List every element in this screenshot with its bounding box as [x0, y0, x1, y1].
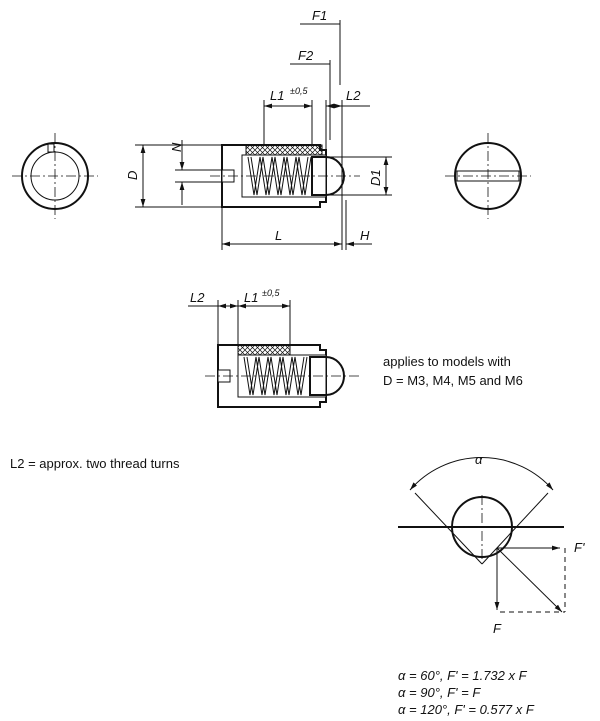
label-l1: L1 — [270, 88, 284, 103]
l2-note: L2 = approx. two thread turns — [10, 456, 180, 471]
plunger-section-main — [210, 144, 360, 208]
dimensions-main — [135, 20, 392, 250]
label-f-prime: F' — [574, 540, 585, 555]
label-d: D — [125, 171, 140, 180]
dimensions-small — [188, 300, 291, 345]
label-l2-small: L2 — [190, 290, 205, 305]
label-l: L — [275, 228, 282, 243]
label-f1: F1 — [312, 8, 327, 23]
end-view-left — [12, 133, 98, 219]
label-f2: F2 — [298, 48, 314, 63]
plunger-section-small — [205, 344, 360, 408]
force-diagram — [398, 457, 566, 613]
applies-note-line1: applies to models with — [383, 354, 511, 369]
label-l1-small: L1 — [244, 290, 258, 305]
formula-90: α = 90°, F' = F — [398, 685, 481, 700]
formula-120: α = 120°, F' = 0.577 x F — [398, 702, 535, 717]
label-alpha: α — [475, 452, 483, 467]
label-d1: D1 — [368, 169, 383, 186]
end-view-right — [445, 133, 531, 219]
applies-note-line2: D = M3, M4, M5 and M6 — [383, 373, 523, 388]
label-l1-tolerance: ±0,5 — [290, 86, 308, 96]
label-l2: L2 — [346, 88, 361, 103]
formula-60: α = 60°, F' = 1.732 x F — [398, 668, 528, 683]
label-l1-tolerance-small: ±0,5 — [262, 288, 280, 298]
label-h: H — [360, 228, 370, 243]
label-f: F — [493, 621, 502, 636]
label-n: N — [169, 142, 184, 152]
